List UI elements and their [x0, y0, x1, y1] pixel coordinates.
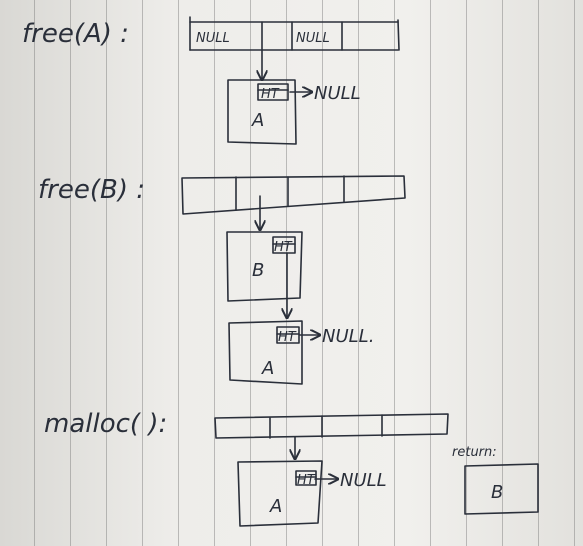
- block-a-2: [228, 320, 303, 385]
- free-b-label: free(B) :: [38, 175, 145, 205]
- slot-null-2: NULL: [296, 31, 330, 46]
- block-a-label-3: A: [269, 496, 282, 517]
- block-b: [226, 231, 303, 302]
- header-mark-a2: HT: [278, 330, 297, 345]
- null-label-a2: NULL.: [322, 326, 374, 347]
- bin-array-1: [189, 16, 400, 51]
- return-block-b-label: B: [491, 482, 503, 503]
- header-mark-b: HT: [274, 240, 293, 255]
- block-a-label-1: A: [251, 110, 264, 131]
- slot-null-1: NULL: [196, 31, 230, 46]
- free-a-label: free(A) :: [22, 19, 129, 49]
- malloc-label: malloc( ):: [44, 409, 167, 439]
- return-label: return:: [452, 445, 497, 460]
- block-a-label-2: A: [261, 358, 274, 379]
- bin-array-3: [214, 413, 449, 439]
- null-label-a3: NULL: [340, 470, 387, 491]
- header-mark-a3: HT: [297, 473, 316, 488]
- header-mark-a1: HT: [261, 87, 280, 102]
- block-b-label: B: [252, 260, 264, 281]
- return-block-b: [464, 463, 539, 515]
- block-a-1: [227, 79, 297, 145]
- null-label-a1: NULL: [314, 83, 361, 104]
- block-a-3: [237, 460, 323, 527]
- bin-array-2: [181, 175, 406, 215]
